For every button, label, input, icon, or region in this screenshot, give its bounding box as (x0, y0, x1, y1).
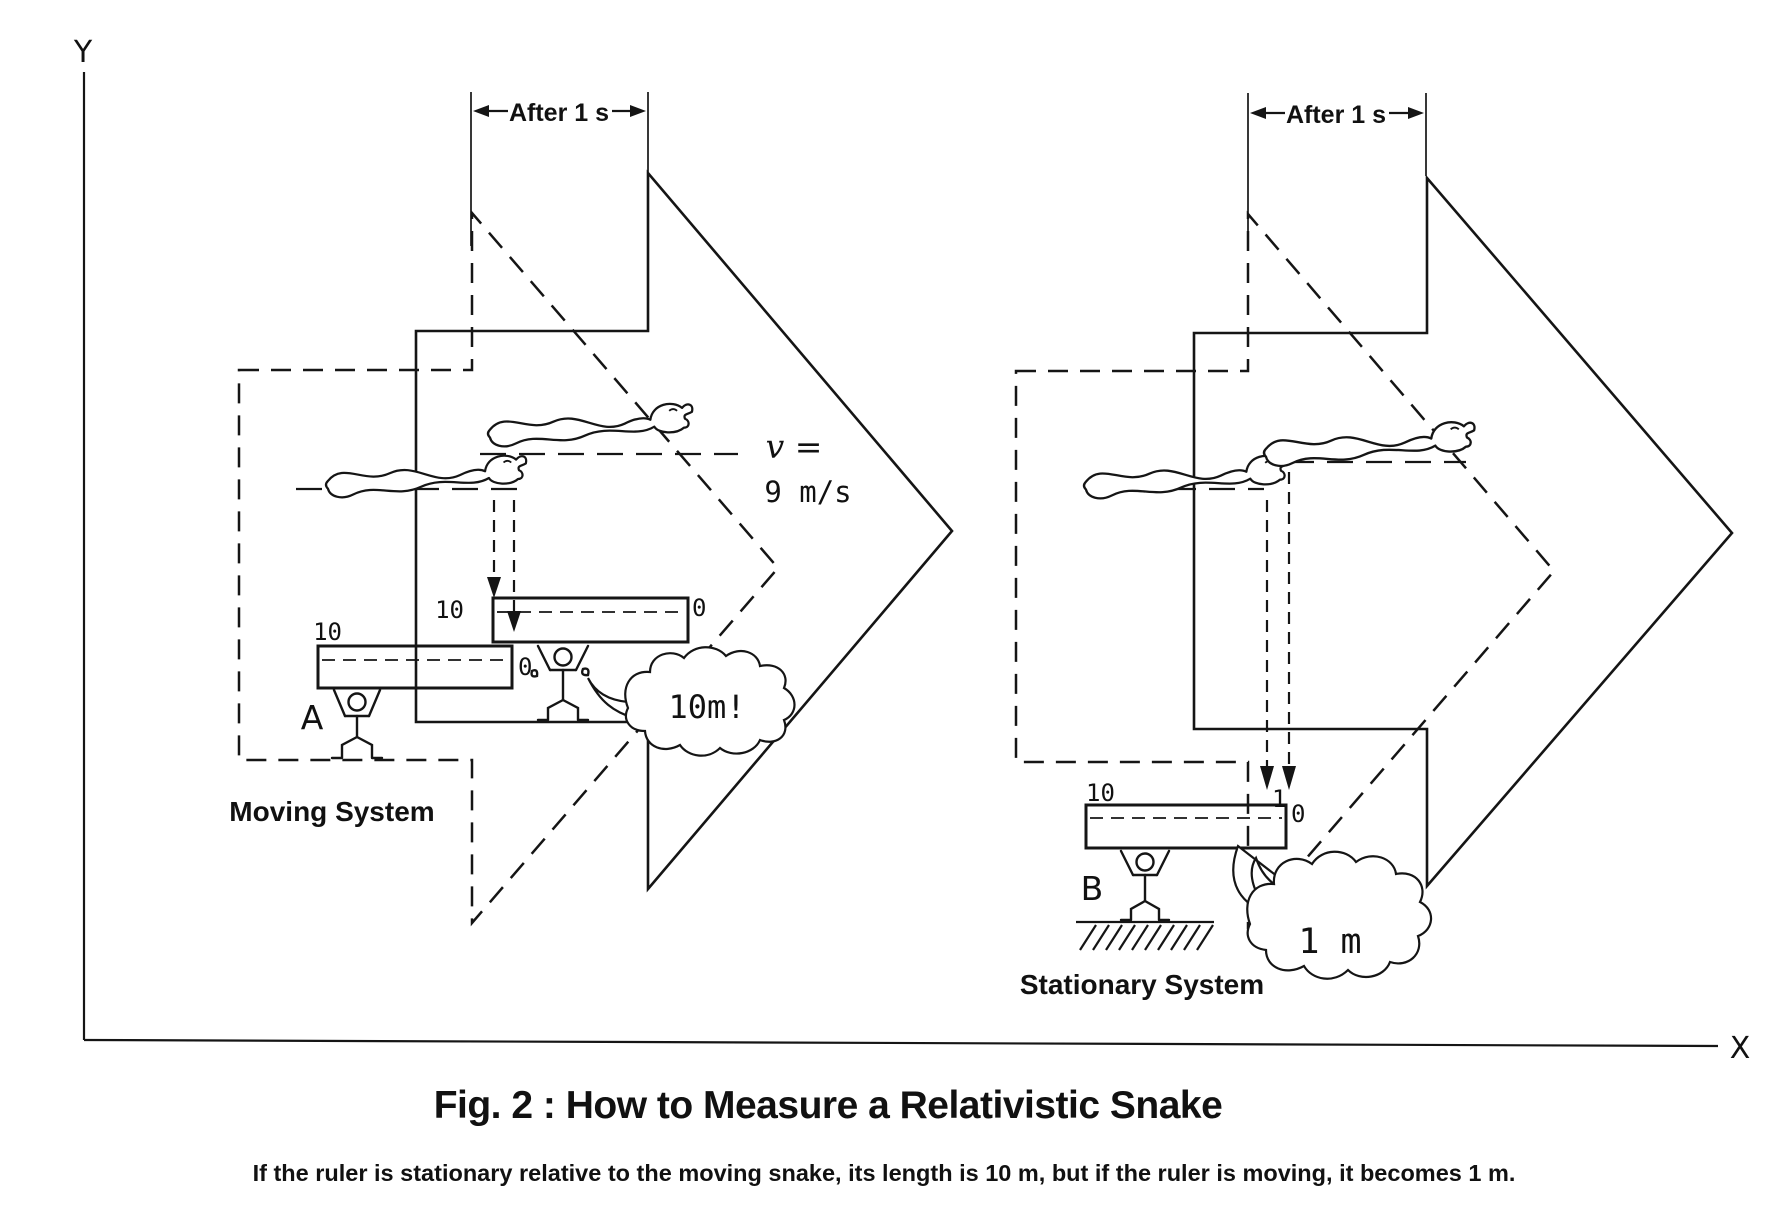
stationary-system-panel: After 1 s 10 1 0 (1014, 93, 1734, 1000)
down-arrowhead-icon (1260, 766, 1274, 790)
speech-bubble-10m: 10m! (587, 646, 796, 757)
y-axis-label: Y (73, 35, 93, 70)
block-arrow-initial (1014, 210, 1556, 930)
ruler-scale-0: 0 (692, 594, 706, 622)
down-arrowhead-icon (507, 611, 521, 632)
snake-after (486, 402, 694, 448)
ruler-scale-0: 0 (1291, 800, 1305, 828)
observer-b-figure (1119, 849, 1171, 922)
right-leg (355, 735, 384, 760)
ruler-scale-10: 10 (1086, 779, 1115, 807)
ruler-scale-10: 10 (435, 596, 464, 624)
block-arrow-after (1192, 174, 1734, 890)
right-leg (561, 698, 590, 722)
ruler-stationary: 10 1 0 (1084, 779, 1305, 850)
arm (1119, 849, 1135, 877)
arm (1155, 849, 1171, 877)
block-arrow-after (414, 169, 954, 893)
ruler-upper-left: 10 0 (435, 594, 706, 644)
after-1s-label: After 1 s (1286, 101, 1386, 129)
ruler-scale-1: 1 (1272, 785, 1286, 813)
speech-text: 10m! (668, 688, 745, 726)
after-1s-dimension-left: After 1 s (470, 92, 649, 246)
head (1135, 852, 1155, 872)
ground (1076, 920, 1214, 951)
observer-b-label: B (1081, 869, 1104, 908)
moving-system-panel: After 1 s v = 9 m/s 10 0 (229, 92, 954, 927)
projection-arrows-left (487, 500, 521, 632)
left-leg (1119, 899, 1147, 922)
speech-tail (587, 677, 636, 720)
velocity-label-line1: v = (766, 427, 823, 466)
arm (574, 644, 590, 672)
snake-before (324, 454, 528, 499)
sweat-drop-icon (580, 667, 590, 677)
sweat-drop-icon (530, 668, 539, 678)
velocity-label-line2: 9 m/s (764, 475, 851, 509)
right-leg (1143, 899, 1171, 922)
figure-title: Fig. 2 : How to Measure a Relativistic S… (434, 1084, 1223, 1127)
observer-a-figure (330, 688, 384, 760)
x-axis-line (83, 1038, 1719, 1048)
snake-before (1082, 454, 1290, 500)
projection-arrows-right (1260, 472, 1296, 790)
left-leg (536, 698, 565, 722)
figure-caption: If the ruler is stationary relative to t… (253, 1160, 1516, 1186)
arm (367, 688, 382, 718)
observer-a-label: A (301, 698, 324, 737)
head (347, 692, 367, 712)
ruler-scale-0: 0 (518, 653, 532, 681)
speech-text: 1 m (1298, 922, 1361, 962)
head (553, 647, 573, 667)
stationary-system-label: Stationary System (1020, 969, 1264, 1000)
left-leg (330, 735, 359, 760)
down-arrowhead-icon (487, 577, 501, 598)
right-arrowhead-icon (1408, 107, 1424, 119)
ruler-body (316, 644, 514, 690)
arm (536, 644, 552, 672)
after-1s-label: After 1 s (509, 99, 609, 127)
ruler-body (491, 596, 690, 644)
moving-system-label: Moving System (229, 796, 434, 827)
down-arrowhead-icon (1282, 766, 1296, 790)
snake-after (1262, 421, 1476, 468)
ruler-body (1084, 803, 1288, 850)
observer-measuring-figure (530, 644, 590, 722)
axes: Y X (73, 35, 1750, 1066)
x-axis-label: X (1730, 1031, 1751, 1066)
right-arrowhead-icon (630, 105, 646, 117)
block-arrow-initial (237, 209, 780, 927)
left-arrowhead-icon (1250, 107, 1266, 119)
left-arrowhead-icon (473, 105, 489, 117)
speech-cloud (1246, 850, 1433, 980)
ruler-scale-10: 10 (313, 618, 342, 646)
speech-cloud (624, 646, 796, 757)
speech-bubble-1m: 1 m (1232, 844, 1433, 980)
after-1s-dimension-right: After 1 s (1247, 93, 1427, 246)
ruler-lower-left: 10 0 (313, 618, 532, 690)
arm (332, 688, 347, 718)
